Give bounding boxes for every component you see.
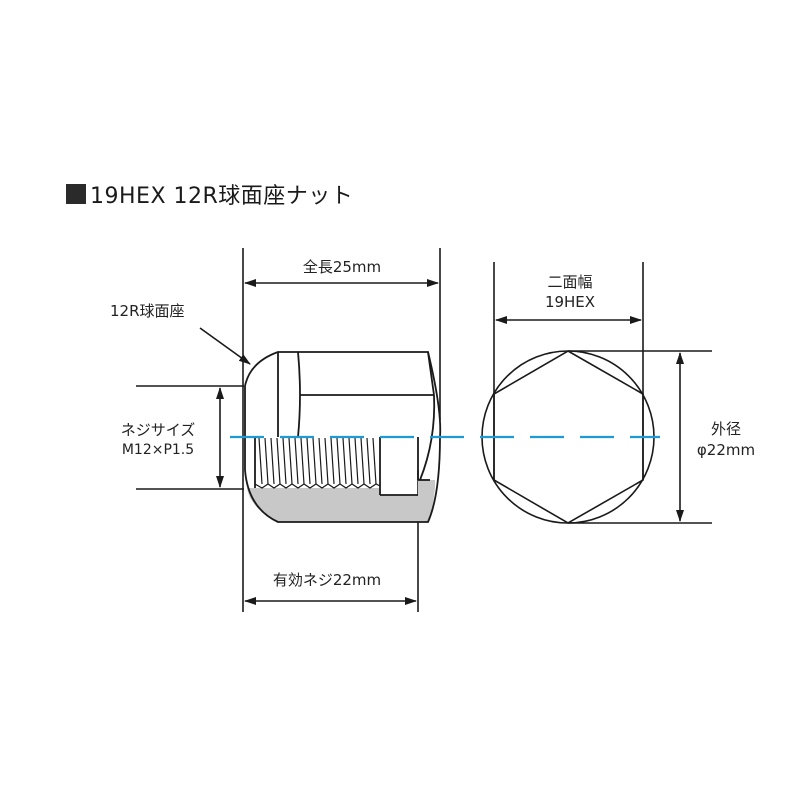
label-thread-size-value: M12×P1.5 bbox=[121, 442, 195, 458]
label-outer-diameter-value: φ22mm bbox=[696, 441, 756, 459]
leader-seat bbox=[199, 327, 251, 365]
label-thread-size-title: ネジサイズ bbox=[120, 421, 196, 439]
diagram-title: 19HEX 12R球面座ナット bbox=[66, 178, 353, 210]
label-hex-width-title: 二面幅 bbox=[547, 273, 593, 291]
hex-outline bbox=[493, 350, 644, 524]
label-seat: 12R球面座 bbox=[110, 302, 185, 320]
label-hex-width-value: 19HEX bbox=[544, 293, 596, 311]
title-text: 19HEX 12R球面座ナット bbox=[90, 184, 354, 209]
nut-side-view bbox=[244, 351, 442, 523]
label-effective-thread: 有効ネジ22mm bbox=[272, 571, 382, 589]
square-bullet-icon bbox=[66, 184, 86, 204]
label-overall-length: 全長25mm bbox=[302, 258, 382, 276]
label-outer-diameter-title: 外径 bbox=[710, 420, 741, 438]
